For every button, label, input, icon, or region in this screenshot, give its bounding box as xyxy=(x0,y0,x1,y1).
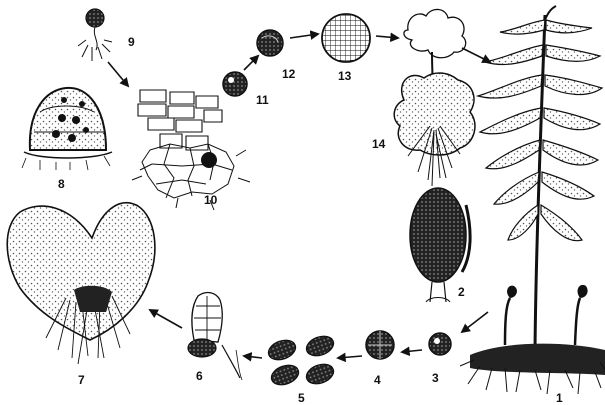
arrow-9-to-10 xyxy=(108,62,128,86)
embryo-early xyxy=(257,30,283,56)
sex-organ-detail xyxy=(22,88,112,170)
label-12: 12 xyxy=(282,67,296,81)
young-sporophyte xyxy=(394,9,475,186)
arrow-6-to-7 xyxy=(150,310,182,328)
label-11: 11 xyxy=(256,93,269,107)
label-13: 13 xyxy=(338,69,352,83)
arrow-1-to-3 xyxy=(462,312,488,332)
arrow-5-to-6 xyxy=(244,356,262,358)
arrow-3-to-4 xyxy=(402,350,422,352)
arrow-12-to-13 xyxy=(290,34,318,38)
label-10: 10 xyxy=(204,193,218,207)
label-7: 7 xyxy=(78,373,85,387)
label-14: 14 xyxy=(372,137,386,151)
label-2: 2 xyxy=(458,285,465,299)
spore-group xyxy=(266,333,336,388)
label-5: 5 xyxy=(298,391,305,405)
embryo-multicellular xyxy=(322,14,370,62)
arrow-14-to-1 xyxy=(462,48,490,62)
young-protonema xyxy=(188,293,242,380)
arrow-4-to-5 xyxy=(338,356,362,358)
arrow-13-to-14 xyxy=(376,36,398,38)
arrow-11-to-12 xyxy=(244,56,258,70)
spore xyxy=(429,333,451,355)
zygote xyxy=(223,72,247,96)
label-9: 9 xyxy=(128,35,135,49)
archegonium xyxy=(132,90,250,210)
label-4: 4 xyxy=(374,373,381,387)
prothallus xyxy=(7,203,155,364)
label-6: 6 xyxy=(196,369,203,383)
label-1: 1 xyxy=(556,391,563,405)
label-3: 3 xyxy=(432,371,439,385)
label-8: 8 xyxy=(58,177,65,191)
sporophyte-fern xyxy=(460,6,605,394)
germinating-spore xyxy=(366,331,394,359)
antherozoid xyxy=(78,9,112,61)
